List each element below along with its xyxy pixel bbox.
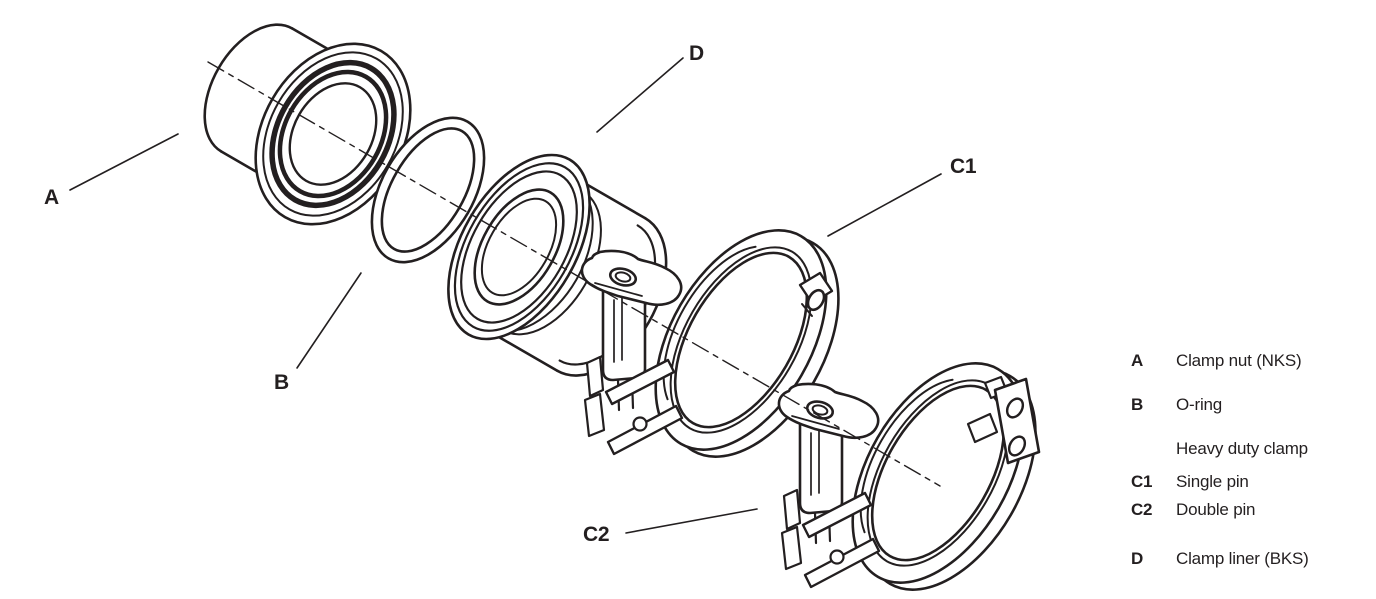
legend-label: Clamp liner (BKS) [1176,549,1309,568]
legend-label: Single pin [1176,472,1249,491]
legend-key: C2 [1131,500,1153,519]
leader-lines [69,57,942,534]
heavy-duty-clamp-double-pin-drawing [777,332,1073,599]
legend-item-double-pin: C2 Double pin [1131,500,1255,520]
leader-line-c1 [827,173,942,237]
legend-item-clamp-liner: D Clamp liner (BKS) [1131,549,1309,569]
legend-key: D [1131,549,1143,568]
legend-key: C1 [1131,472,1153,491]
legend-label: Double pin [1176,500,1256,519]
legend-label: O-ring [1176,395,1223,414]
leader-line-c2 [625,508,758,534]
legend-label: Heavy duty clamp [1176,439,1308,458]
callout-b: B [274,371,289,394]
legend-item-single-pin: C1 Single pin [1131,472,1249,492]
double-pin-hinge [966,375,1041,465]
legend-key: A [1131,351,1143,370]
callout-c1: C1 [950,155,977,178]
clamp-liner-drawing [447,153,668,377]
centerline [207,61,941,487]
legend-item-heavy-duty-clamp: Heavy duty clamp [1131,439,1308,459]
callout-c2: C2 [583,523,610,546]
heavy-duty-clamp-single-pin-drawing [580,199,876,488]
callout-a: A [44,186,59,209]
legend-key: B [1131,395,1143,414]
single-pin-hinge [798,271,834,317]
leader-line-a [69,133,179,191]
leader-line-d [596,57,684,133]
legend-item-o-ring: B O-ring [1131,395,1222,415]
legend-label: Clamp nut (NKS) [1176,351,1302,370]
legend-item-clamp-nut: A Clamp nut (NKS) [1131,351,1302,371]
leader-line-b [296,272,362,369]
callout-d: D [689,42,704,65]
